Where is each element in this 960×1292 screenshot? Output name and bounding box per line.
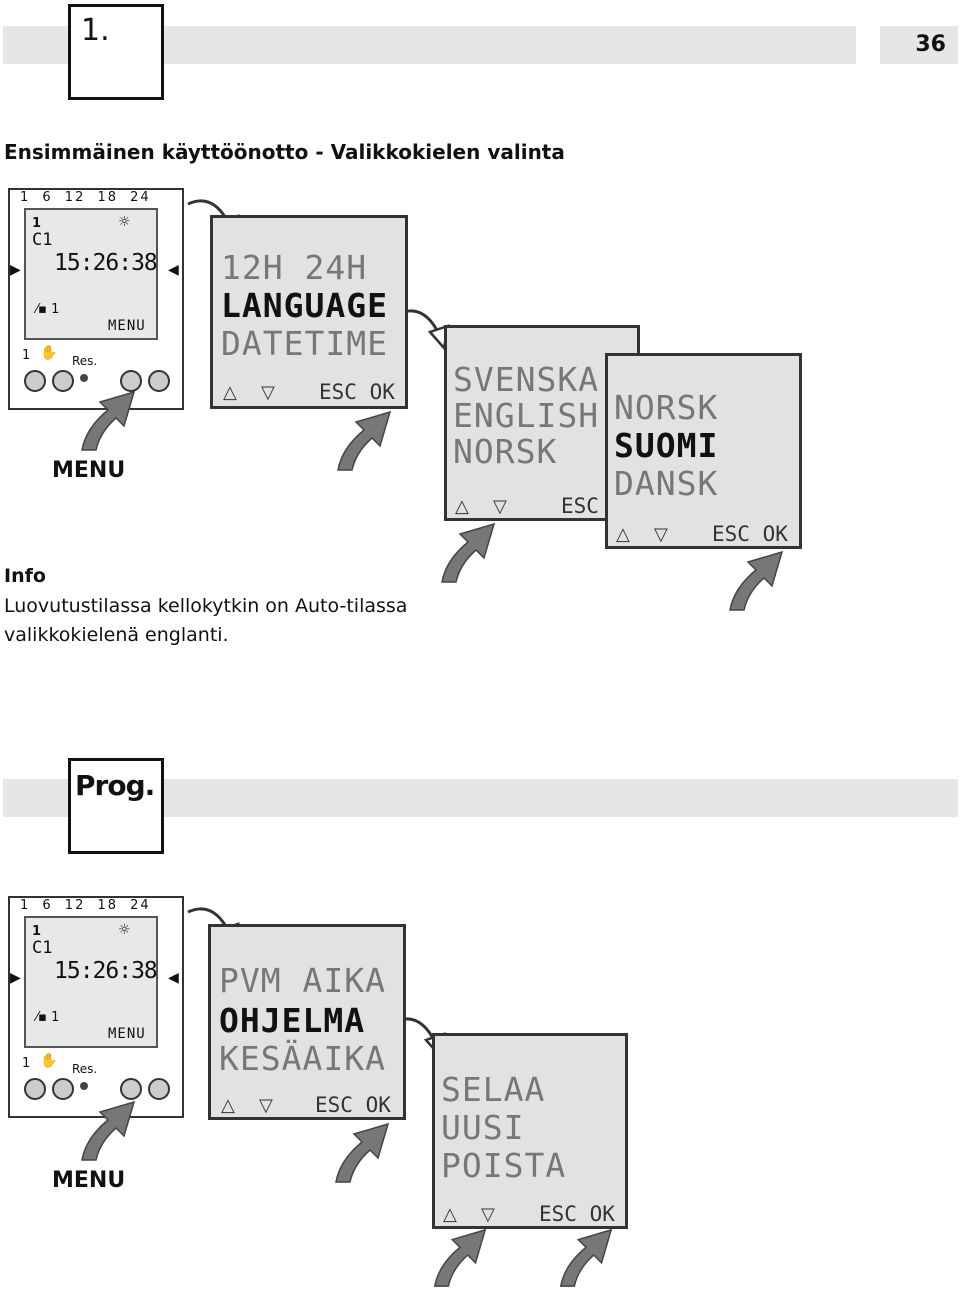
lcd-prog-menu: PVM AIKA OHJELMA KESÄAIKA △ ▽ ESC OK [208,924,406,1120]
arrow-up-icon[interactable]: △ [223,382,237,403]
esc-ok-controls[interactable]: ESC OK [712,522,788,546]
arrow-down-icon[interactable]: ▽ [259,1095,273,1116]
lcd-program-actions: SELAA UUSI POISTA △ ▽ ESC OK [432,1033,628,1229]
press-arrow-icon [81,1100,136,1161]
language-norsk[interactable]: NORSK [614,388,719,427]
press-arrow-icon [729,550,784,611]
timer-device: 1 6 12 18 24 1 ☼ C1 15:26:38 ⁄▪ 1 MENU ▶… [8,896,184,1118]
prog-title-box: Prog. [68,758,164,854]
menu-caption: MENU [52,1168,126,1193]
menu-option-datetime[interactable]: DATETIME [221,324,388,363]
bottom-number: 1 [22,1056,31,1071]
sun-icon: ☼ [118,214,131,230]
switch-indicator: ⁄▪ 1 [36,302,60,317]
press-arrow-icon [433,1228,487,1287]
esc-ok-controls[interactable]: ESC OK [319,380,395,404]
press-arrow-icon [441,522,496,583]
clock-time: 15:26:38 [54,958,158,984]
action-new[interactable]: UUSI [441,1108,525,1147]
device-display: 1 ☼ C1 15:26:38 ⁄▪ 1 MENU [24,916,158,1048]
action-browse[interactable]: SELAA [441,1070,546,1109]
section-number: 1. [81,13,110,48]
menu-option-summer-time[interactable]: KESÄAIKA [219,1039,386,1078]
reset-label: Res. [72,354,98,368]
switch-number: 1 [51,302,60,317]
press-arrow-icon [559,1228,613,1287]
button-1[interactable] [24,370,46,392]
lcd-language-list-2: NORSK SUOMI DANSK △ ▽ ESC OK [605,353,802,549]
arrow-down-icon[interactable]: ▽ [261,382,275,403]
press-arrow-icon [81,390,136,451]
hour-scale: 1 6 12 18 24 [20,898,151,913]
arrow-down-icon[interactable]: ▽ [493,496,507,517]
language-svenska[interactable]: SVENSKA [453,360,600,399]
reset-label: Res. [72,1062,98,1076]
reset-button[interactable] [80,374,88,382]
right-arrow-icon: ◀ [168,970,179,986]
button-3[interactable] [120,370,142,392]
menu-option-language[interactable]: LANGUAGE [221,286,388,325]
menu-caption: MENU [52,458,126,483]
right-arrow-icon: ◀ [168,262,179,278]
info-line1: Luovutustilassa kellokytkin on Auto-tila… [4,595,408,617]
esc-control[interactable]: ESC [561,494,599,518]
esc-ok-controls[interactable]: ESC OK [539,1202,615,1226]
menu-option-program[interactable]: OHJELMA [219,1001,366,1040]
display-line1: 1 [32,216,42,231]
esc-ok-controls[interactable]: ESC OK [315,1093,391,1117]
channel-label: C1 [32,938,53,958]
menu-display: MENU [108,318,146,334]
menu-option-12h24h[interactable]: 12H 24H [221,248,368,287]
arrow-up-icon[interactable]: △ [616,524,630,545]
menu-display: MENU [108,1026,146,1042]
press-arrow-icon [335,1122,390,1183]
hour-scale: 1 6 12 18 24 [20,190,151,205]
sun-icon: ☼ [118,922,131,938]
language-dansk[interactable]: DANSK [614,464,719,503]
button-2[interactable] [52,370,74,392]
left-arrow-icon: ▶ [10,970,21,986]
timer-device: 1 6 12 18 24 1 ☼ C1 15:26:38 ⁄▪ 1 MENU ▶… [8,188,184,410]
hand-icon: ✋ [40,1053,58,1069]
bottom-number: 1 [22,348,31,363]
switch-number: 1 [51,1010,60,1025]
section-number-box: 1. [68,4,164,100]
button-4[interactable] [148,370,170,392]
button-3[interactable] [120,1078,142,1100]
display-line1: 1 [32,924,42,939]
clock-time: 15:26:38 [54,250,158,276]
page-number: 36 [880,26,958,64]
channel-label: C1 [32,230,53,250]
arrow-down-icon[interactable]: ▽ [654,524,668,545]
press-arrow-icon [337,410,392,471]
device-display: 1 ☼ C1 15:26:38 ⁄▪ 1 MENU [24,208,158,340]
hand-icon: ✋ [40,345,58,361]
page-heading: Ensimmäinen käyttöönotto - Valikkokielen… [4,140,565,164]
language-norsk[interactable]: NORSK [453,432,558,471]
arrow-up-icon[interactable]: △ [443,1204,457,1225]
info-title: Info [4,565,46,587]
arrow-down-icon[interactable]: ▽ [481,1204,495,1225]
action-delete[interactable]: POISTA [441,1146,567,1185]
arrow-up-icon[interactable]: △ [221,1095,235,1116]
arrow-up-icon[interactable]: △ [455,496,469,517]
button-2[interactable] [52,1078,74,1100]
language-english[interactable]: ENGLISH [453,396,600,435]
info-line2: valikkokielenä englanti. [4,624,229,646]
reset-button[interactable] [80,1082,88,1090]
menu-option-date-time[interactable]: PVM AIKA [219,961,386,1000]
lcd-main-menu: 12H 24H LANGUAGE DATETIME △ ▽ ESC OK [210,215,408,409]
switch-indicator: ⁄▪ 1 [36,1010,60,1025]
prog-title: Prog. [75,769,155,802]
button-1[interactable] [24,1078,46,1100]
left-arrow-icon: ▶ [10,262,21,278]
language-suomi-selected[interactable]: SUOMI [614,426,719,465]
button-4[interactable] [148,1078,170,1100]
